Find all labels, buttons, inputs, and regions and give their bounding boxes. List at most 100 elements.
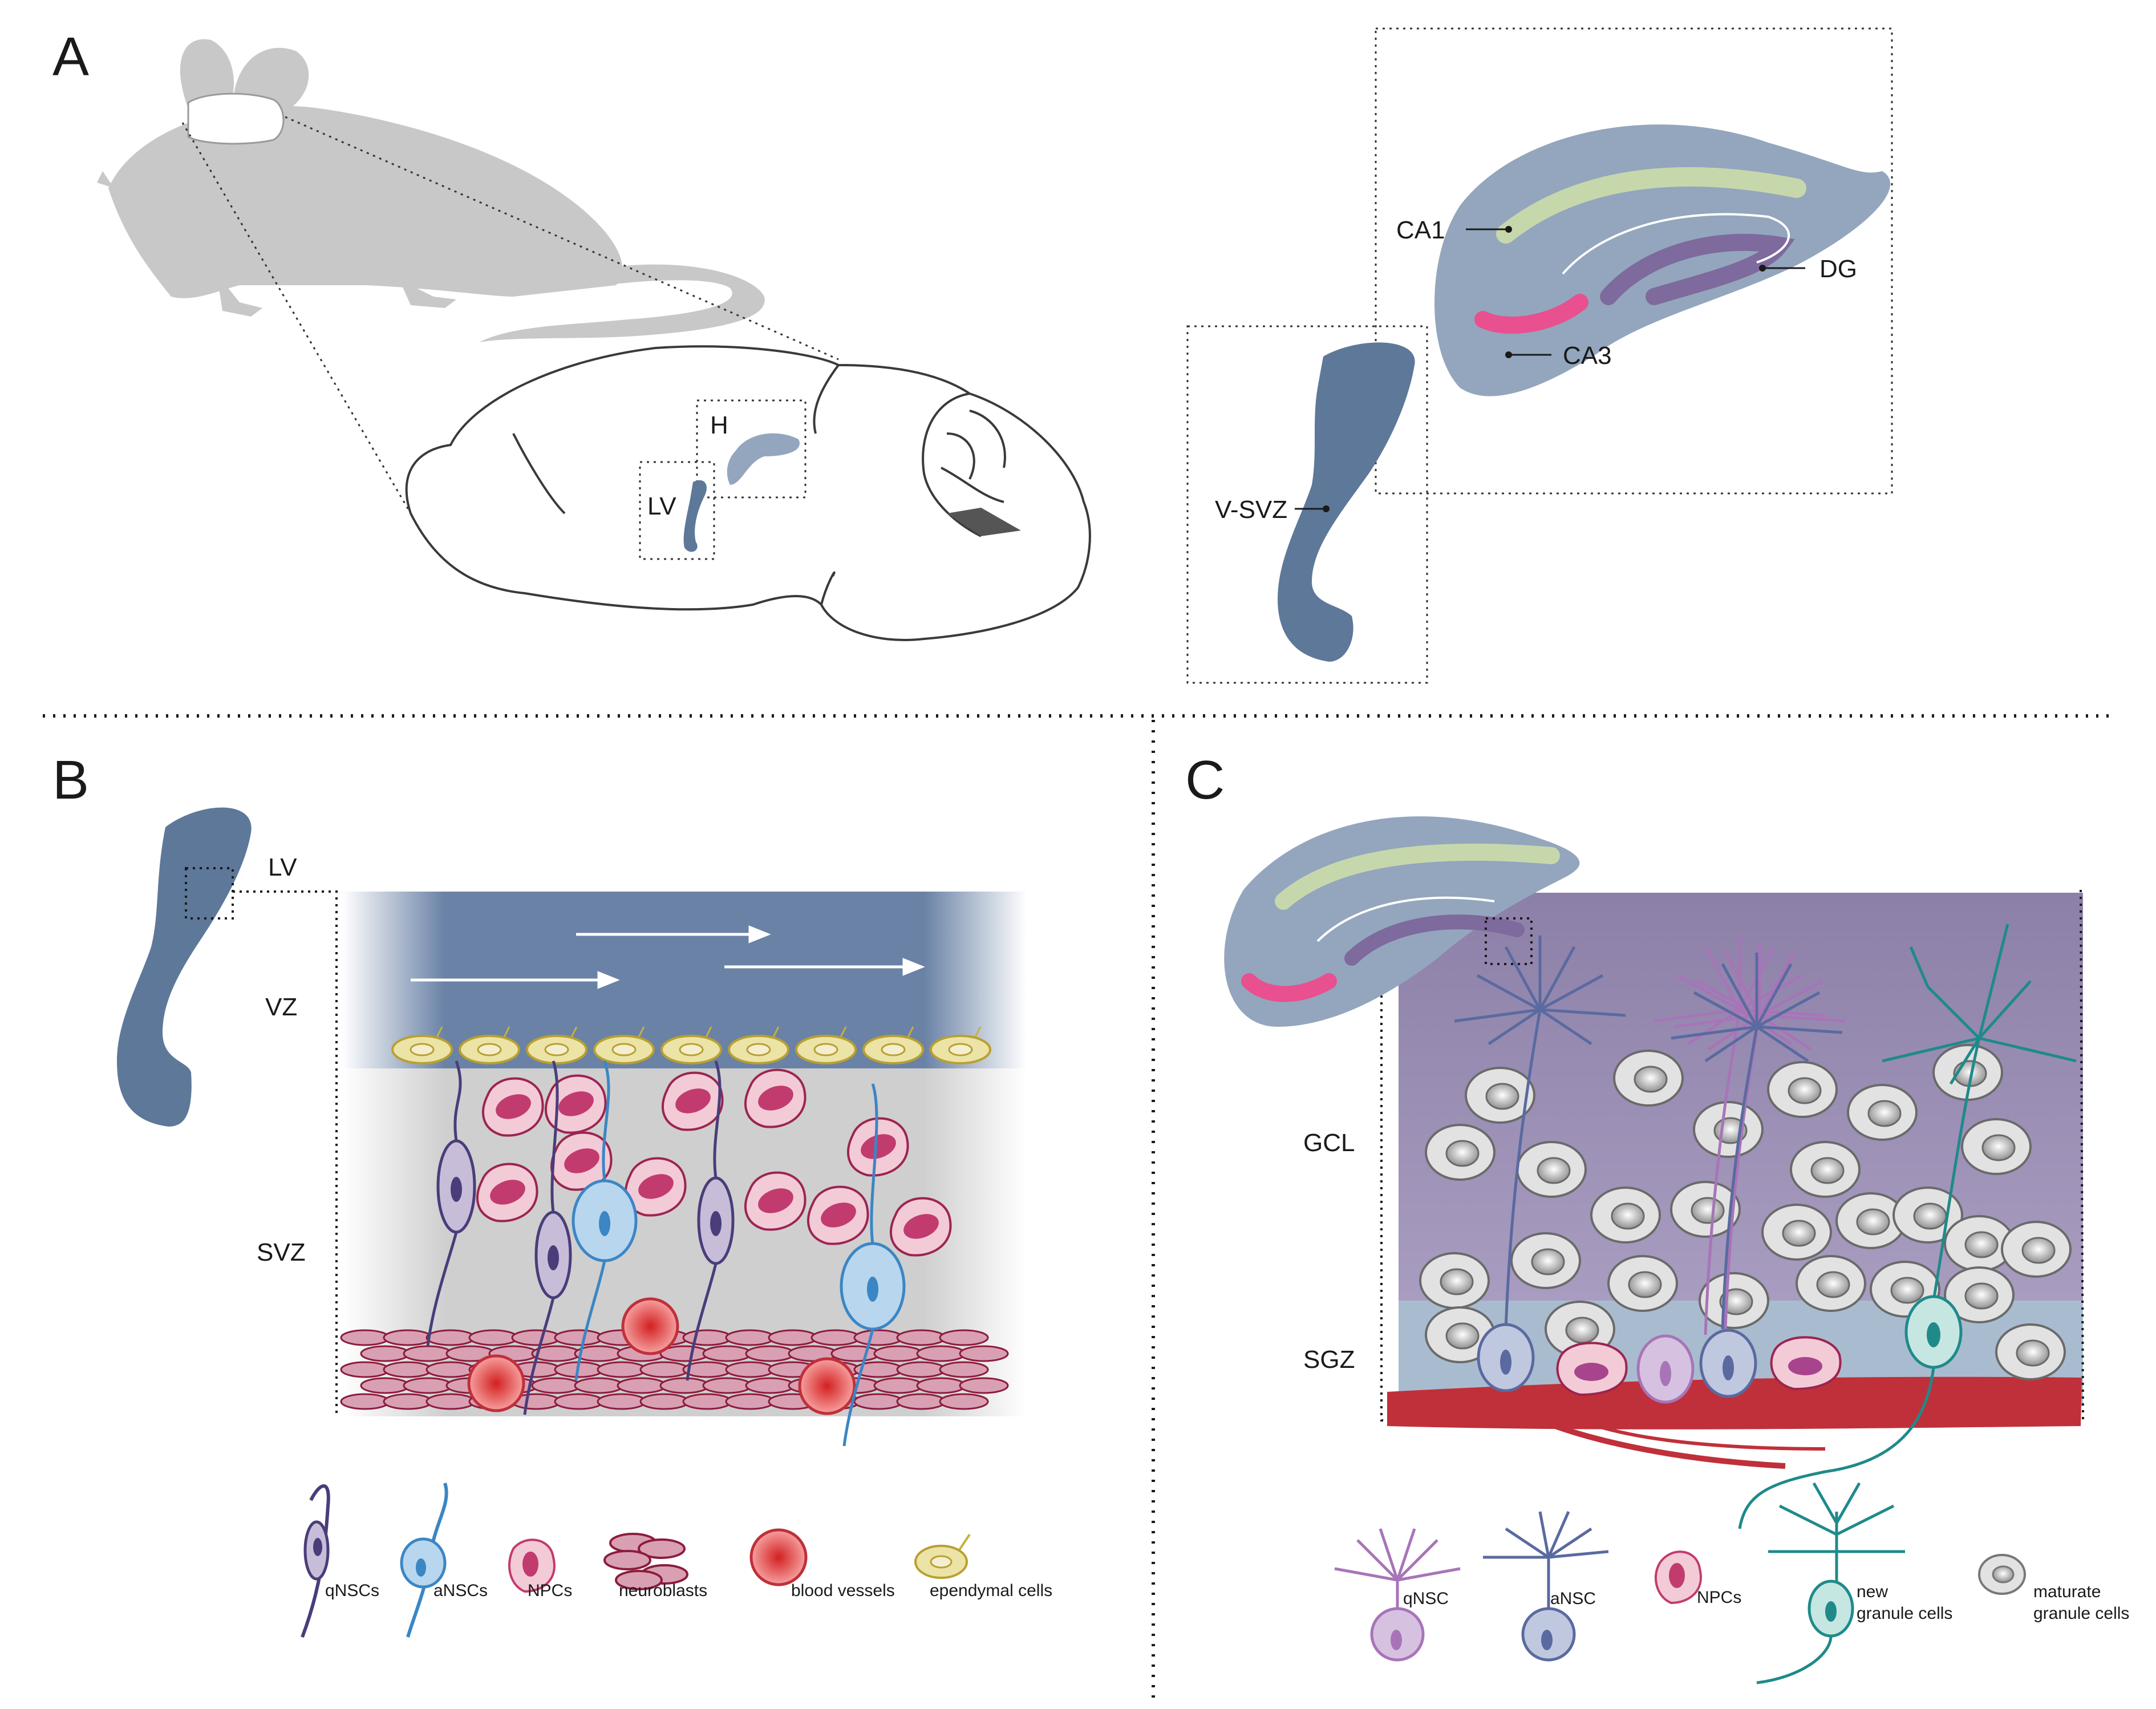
neuroblast <box>340 1329 390 1346</box>
nsc-process <box>550 1060 559 1213</box>
neuroblast <box>939 1329 989 1346</box>
brain-ventricle-shape <box>683 480 707 552</box>
legend-anscs-icon <box>400 1483 448 1638</box>
neuroblast <box>511 1329 561 1346</box>
dendrite-branch <box>1539 1008 1626 1017</box>
granule-nucleus <box>1810 1157 1845 1184</box>
npc-nucleus <box>638 1174 674 1199</box>
neuroblast <box>959 1345 1009 1362</box>
legend-blood-vessels-icon <box>749 1528 808 1586</box>
sgz-npc-nucleus <box>1788 1357 1822 1375</box>
csf-flow-arrows <box>411 925 925 989</box>
blood-vessel-cross-section <box>798 1357 856 1415</box>
qnsc-dendrites <box>1654 936 1826 1335</box>
neuroblast <box>896 1361 946 1378</box>
neuroblast <box>725 1361 775 1378</box>
legend-new-granule-label-2: granule cells <box>1857 1604 1952 1623</box>
granule-nucleus <box>2021 1237 2056 1264</box>
neuroblast <box>725 1393 775 1410</box>
panel-b-inset-connector <box>233 890 338 1416</box>
dendrite-branch <box>1654 1008 1740 1023</box>
legend-ependymal-icon <box>914 1533 971 1579</box>
label-dg: DG <box>1819 255 1857 283</box>
ependymal-nucleus <box>746 1043 771 1056</box>
neuroblast <box>702 1345 752 1362</box>
legend-b: qNSCs aNSCs NPCs neuroblasts <box>301 1483 1052 1638</box>
blood-vessel-cross-section <box>621 1297 679 1355</box>
zoom-line-1 <box>285 116 839 361</box>
dendrite-branch <box>1721 963 1758 1028</box>
neuroblast <box>468 1329 518 1346</box>
ventricle-zoom <box>1278 342 1415 662</box>
dendrite-branch <box>1707 1014 1761 1051</box>
neuroblast <box>745 1345 795 1362</box>
label-b-lv: LV <box>268 853 297 881</box>
ventricle-zoom-box <box>1186 325 1428 684</box>
label-gcl: GCL <box>1303 1129 1355 1157</box>
granule-nucleus <box>1782 1220 1816 1247</box>
dendrite-shaft <box>1504 1009 1542 1330</box>
new-granule-branch <box>1978 980 2032 1039</box>
neuroblast <box>425 1393 476 1410</box>
granule-nucleus <box>1913 1202 1947 1230</box>
legend-ansc-label: aNSC <box>1550 1589 1596 1608</box>
legend-qnsc-icon <box>1334 1528 1461 1662</box>
new-granule-branch <box>1927 986 1980 1039</box>
panel-c-letter: C <box>1185 750 1225 811</box>
granule-nucleus <box>1964 1231 1999 1258</box>
neuroblast <box>939 1361 989 1378</box>
label-lv: LV <box>647 492 676 520</box>
neuroblast <box>383 1361 433 1378</box>
nsc-nucleus <box>451 1177 462 1202</box>
label-h: H <box>710 411 728 439</box>
granule-nucleus <box>1565 1317 1599 1344</box>
granule-nucleus <box>1890 1277 1924 1304</box>
granule-nucleus <box>1611 1202 1645 1230</box>
legend-c: qNSC aNSC NPCs new granule cells <box>1334 1482 2129 1684</box>
new-granule-branch <box>1977 969 1998 1039</box>
npc-nucleus <box>558 1091 594 1116</box>
legend-c-npcs-icon <box>1654 1550 1702 1605</box>
nsc-process <box>602 1060 610 1181</box>
legend-mature-granule-label-2: granule cells <box>2033 1604 2129 1623</box>
dendrite-branch <box>1687 1008 1741 1046</box>
label-vz: VZ <box>265 993 297 1021</box>
dendrite-branch <box>1758 951 1796 1017</box>
granule-nucleus <box>1964 1282 1999 1310</box>
neuroblast <box>554 1393 604 1410</box>
dendrite-branch <box>1476 974 1541 1011</box>
panel-b-letter: B <box>52 750 89 811</box>
legend-new-granule-icon <box>1756 1482 1905 1684</box>
nsc-basal-process <box>686 1263 718 1381</box>
npc-nucleus <box>490 1180 525 1205</box>
brainstem-shade <box>947 508 1021 536</box>
sagittal-brain <box>405 345 1091 641</box>
dendrite-branch <box>1758 979 1823 1017</box>
dendrite-branch <box>1756 991 1821 1028</box>
legend-c-npcs-label: NPCs <box>1697 1588 1741 1607</box>
neuroblast <box>659 1377 710 1394</box>
nsc-basal-process <box>574 1260 606 1381</box>
nsc-nucleus <box>710 1211 722 1236</box>
sgz-nucleus <box>1723 1355 1734 1380</box>
granule-nucleus <box>1867 1100 1902 1127</box>
dendrite-shaft <box>1721 1026 1758 1330</box>
dendrite-branch <box>1504 946 1542 1011</box>
neuroblast <box>617 1377 667 1394</box>
granule-nucleus <box>1485 1083 1519 1110</box>
neuroblast <box>939 1393 989 1410</box>
neuroblast <box>383 1393 433 1410</box>
ependymal-nucleus <box>813 1043 838 1056</box>
legend-npcs-label: NPCs <box>528 1581 572 1600</box>
neuroblast <box>639 1393 690 1410</box>
nsc-process <box>453 1060 462 1141</box>
nsc-process <box>713 1060 722 1179</box>
dendrite-branch <box>1539 974 1604 1011</box>
legend-qnscs-icon <box>301 1484 330 1638</box>
legend-new-granule-label-1: new <box>1857 1582 1888 1601</box>
dendrite-branch <box>1538 946 1576 1011</box>
granule-nucleus <box>1531 1248 1565 1275</box>
dendrite-branch <box>1454 1008 1541 1023</box>
zoom-line-2 <box>181 122 412 514</box>
dendrite-branch <box>1704 1025 1758 1063</box>
